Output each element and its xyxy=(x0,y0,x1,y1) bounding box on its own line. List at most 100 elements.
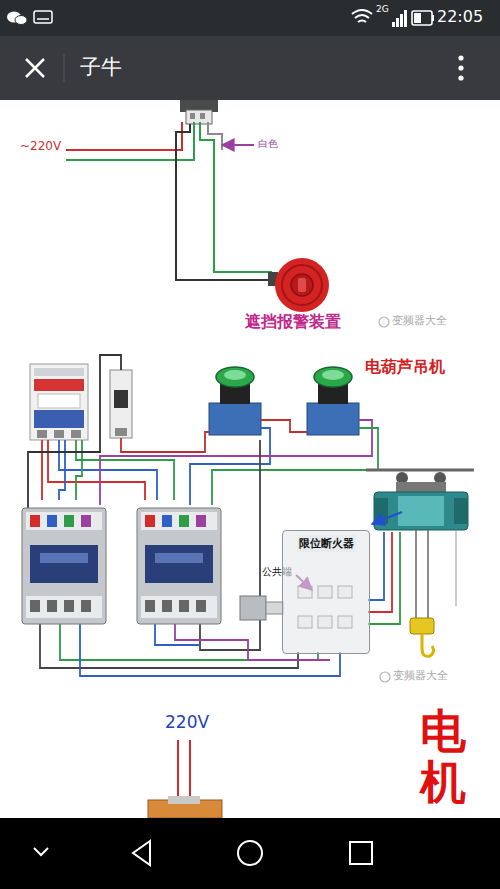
single-pole-breaker xyxy=(115,428,127,436)
three-pole-breaker xyxy=(71,430,81,438)
control-wires xyxy=(100,420,372,505)
contactor xyxy=(47,515,57,527)
contactor xyxy=(155,553,203,563)
contactor xyxy=(141,596,217,618)
electric-hoist xyxy=(415,530,417,620)
control-wires xyxy=(368,532,392,612)
push-button xyxy=(216,367,254,387)
app-bar xyxy=(0,36,500,100)
limit-switch-actuator xyxy=(240,596,266,620)
app-bar xyxy=(26,59,44,77)
electric-hoist xyxy=(427,530,429,620)
control-wires xyxy=(76,440,82,500)
clock-time: 22:05 xyxy=(437,8,483,26)
watermark-logo xyxy=(380,672,390,682)
voltage-label: ~220V xyxy=(20,140,61,154)
alarm-buzzer xyxy=(275,258,329,312)
electric-hoist xyxy=(456,530,457,606)
box-heading: 限位断火器 xyxy=(297,535,356,552)
electric-hoist xyxy=(366,469,474,472)
transformer xyxy=(168,796,200,804)
electric-hoist xyxy=(396,482,446,492)
control-wires xyxy=(190,428,270,505)
three-pole-breaker xyxy=(38,394,80,408)
status-bar xyxy=(396,18,399,27)
sensor-wires xyxy=(176,124,272,280)
contactor xyxy=(26,512,102,530)
control-wires xyxy=(261,420,307,432)
contactor xyxy=(30,515,40,527)
status-bar xyxy=(400,14,403,27)
three-pole-breaker xyxy=(30,364,88,440)
sensor-wires xyxy=(66,122,182,150)
control-wires xyxy=(368,532,384,600)
nav-bar xyxy=(0,818,500,889)
control-wires xyxy=(76,440,174,500)
wire-color-label: 白色 xyxy=(258,138,278,150)
watermark: 变频器大全 xyxy=(393,670,448,683)
contactor xyxy=(26,596,102,618)
content-ground xyxy=(0,100,500,818)
contactor xyxy=(22,508,106,624)
control-wires xyxy=(60,622,318,660)
transformer xyxy=(148,740,222,818)
app-bar xyxy=(458,75,463,80)
control-wires xyxy=(41,440,43,500)
contactor xyxy=(162,600,172,612)
sensor-wires xyxy=(66,122,272,280)
electric-hoist xyxy=(366,470,474,656)
electric-hoist xyxy=(398,496,444,526)
watermark-logo xyxy=(379,317,389,327)
status-bar xyxy=(412,11,432,25)
push-button xyxy=(209,367,261,435)
three-pole-breaker xyxy=(30,364,88,440)
single-pole-breaker xyxy=(110,370,132,438)
status-bar xyxy=(0,0,500,36)
push-button xyxy=(307,403,359,435)
section-heading: 电葫芦吊机 xyxy=(365,358,445,376)
limit-switch-actuator xyxy=(266,602,283,614)
sensor-wires xyxy=(208,122,222,150)
nav-bar xyxy=(350,842,372,864)
electric-hoist xyxy=(410,618,434,634)
contactor xyxy=(64,515,74,527)
alarm-buzzer xyxy=(298,278,306,292)
electric-hoist xyxy=(422,634,434,656)
contactor xyxy=(145,515,155,527)
pointer-arrow xyxy=(372,512,402,524)
app-bar xyxy=(458,65,463,70)
three-pole-breaker xyxy=(54,430,64,438)
status-bar xyxy=(392,22,395,27)
control-wires xyxy=(59,440,65,500)
watermark: 变频器大全 xyxy=(392,315,447,328)
contactor xyxy=(196,600,206,612)
app-bar xyxy=(458,55,463,60)
alarm-buzzer xyxy=(268,258,329,312)
app-bar xyxy=(26,59,44,77)
single-pole-breaker xyxy=(110,370,132,438)
nav-bar xyxy=(133,841,150,865)
voltage-label: 220V xyxy=(165,713,209,733)
electric-hoist xyxy=(374,492,468,530)
three-pole-breaker xyxy=(34,410,84,428)
contactor xyxy=(196,515,206,527)
contactor xyxy=(22,508,106,624)
status-bar xyxy=(404,10,407,27)
sensor-wires xyxy=(66,122,194,160)
control-wires xyxy=(368,532,400,624)
transformer xyxy=(189,740,191,800)
photo-sensor xyxy=(200,113,205,119)
status-bar xyxy=(15,16,27,25)
nav-bar xyxy=(34,848,48,855)
contactor xyxy=(81,515,91,527)
control-wires xyxy=(121,432,209,452)
electric-hoist xyxy=(454,498,468,524)
contactor xyxy=(162,515,172,527)
push-button xyxy=(314,367,352,387)
contactor xyxy=(145,545,213,583)
alarm-buzzer xyxy=(291,274,313,296)
contactor xyxy=(137,508,221,624)
contactor xyxy=(179,600,189,612)
status-bar xyxy=(34,11,52,23)
